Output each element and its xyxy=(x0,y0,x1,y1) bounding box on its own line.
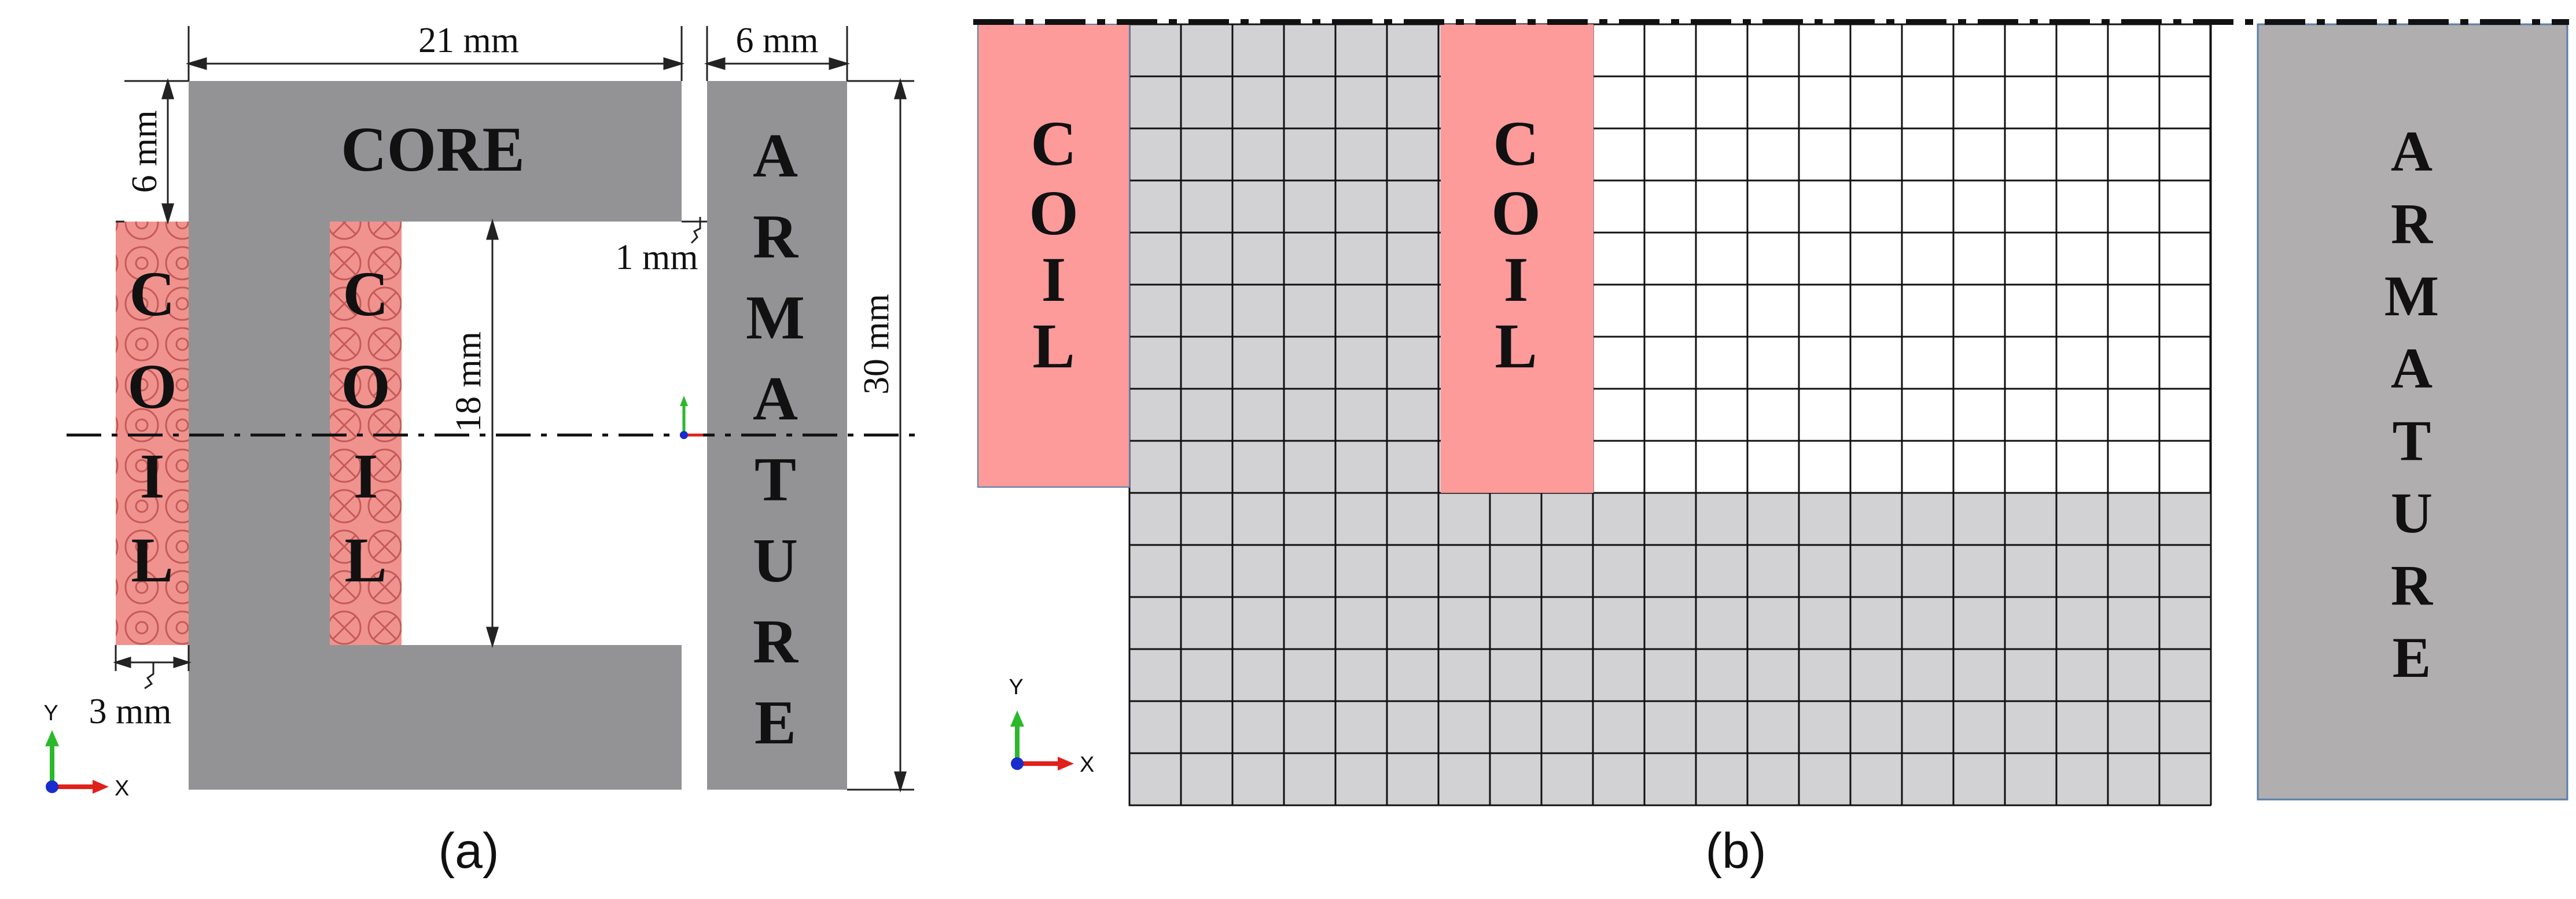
coil-b-left-letter-c: C xyxy=(1031,108,1076,179)
armature-a-letter-8: E xyxy=(755,688,796,757)
left-coil-letter-o: O xyxy=(127,351,177,422)
armature-a-letter-3: M xyxy=(746,283,805,352)
axis-y-label-a: Y xyxy=(43,701,58,725)
dim-top-thickness xyxy=(116,78,189,225)
core-label: CORE xyxy=(341,114,525,185)
armature-b-letter-1: A xyxy=(2391,119,2433,183)
armature-b-letter-4: A xyxy=(2391,336,2433,400)
coil-b-left-letter-l: L xyxy=(1032,311,1074,381)
armature-a-letter-2: R xyxy=(753,202,798,271)
axis-x-label-a: X xyxy=(115,776,129,801)
armature-a-letter-1: A xyxy=(753,121,798,190)
dim-gap xyxy=(682,217,707,244)
inner-coil-letter-o: O xyxy=(341,351,391,422)
coil-b-inner-letter-c: C xyxy=(1493,108,1539,179)
armature-b-letter-2: R xyxy=(2391,191,2434,256)
left-coil-letter-i: I xyxy=(140,441,165,511)
caption-b: (b) xyxy=(1705,823,1766,879)
axis-marker-gap xyxy=(680,396,703,439)
axis-triad-a xyxy=(45,730,109,794)
axis-x-label-b: X xyxy=(1080,753,1094,777)
coil-b-left xyxy=(977,24,1130,488)
dim-21mm xyxy=(185,26,685,81)
panel-b: C O I L C O I L A R M A T U R E xyxy=(973,19,2569,879)
mesh-core-left xyxy=(1129,24,1441,493)
dim-21mm-label: 21 mm xyxy=(418,21,519,60)
armature-a-letter-7: R xyxy=(753,607,798,676)
armature-b-letter-8: E xyxy=(2393,625,2431,690)
inner-coil-letter-c: C xyxy=(343,259,388,329)
panel-a: CORE C O I L C O I L A R M A T U R E xyxy=(43,21,920,879)
core-shape xyxy=(189,81,682,790)
left-coil xyxy=(116,222,189,645)
coil-b-inner-letter-i: I xyxy=(1504,244,1529,315)
dim-armature-width xyxy=(704,26,851,81)
armature-a-letter-4: A xyxy=(753,364,798,433)
dim-armature-width-label: 6 mm xyxy=(736,21,819,60)
inner-coil-letter-i: I xyxy=(354,441,378,511)
caption-a: (a) xyxy=(438,823,499,879)
armature-b-letter-3: M xyxy=(2384,264,2439,328)
dim-30mm-label: 30 mm xyxy=(857,294,896,395)
dim-top-thickness-label: 6 mm xyxy=(125,110,164,193)
dim-3mm-label: 3 mm xyxy=(89,692,172,731)
mesh-grid xyxy=(1128,23,2212,806)
dim-3mm xyxy=(113,645,192,690)
coil-b-left-letter-i: I xyxy=(1042,244,1066,315)
coil-b-inner xyxy=(1441,24,1594,493)
coil-b-inner-letter-l: L xyxy=(1495,311,1537,381)
inner-coil xyxy=(330,222,402,645)
dim-18mm xyxy=(485,218,499,649)
axis-triad-b xyxy=(1010,710,1074,771)
left-coil-letter-c: C xyxy=(129,259,175,329)
armature-b-letter-7: R xyxy=(2391,553,2434,617)
coil-b-left-letter-o: O xyxy=(1029,178,1079,248)
dim-gap-label: 1 mm xyxy=(616,238,698,277)
armature-b-letter-6: U xyxy=(2391,481,2433,545)
dim-30mm xyxy=(847,78,914,793)
left-coil-letter-l: L xyxy=(131,525,173,595)
axis-y-label-b: Y xyxy=(1009,675,1023,699)
dim-18mm-label: 18 mm xyxy=(449,331,488,432)
inner-coil-letter-l: L xyxy=(344,525,387,595)
armature-b-letter-5: T xyxy=(2393,408,2431,473)
armature-b xyxy=(2257,23,2568,801)
armature-a-letter-5: T xyxy=(755,445,796,514)
armature-a-letter-6: U xyxy=(753,526,798,595)
coil-b-inner-letter-o: O xyxy=(1491,178,1541,248)
